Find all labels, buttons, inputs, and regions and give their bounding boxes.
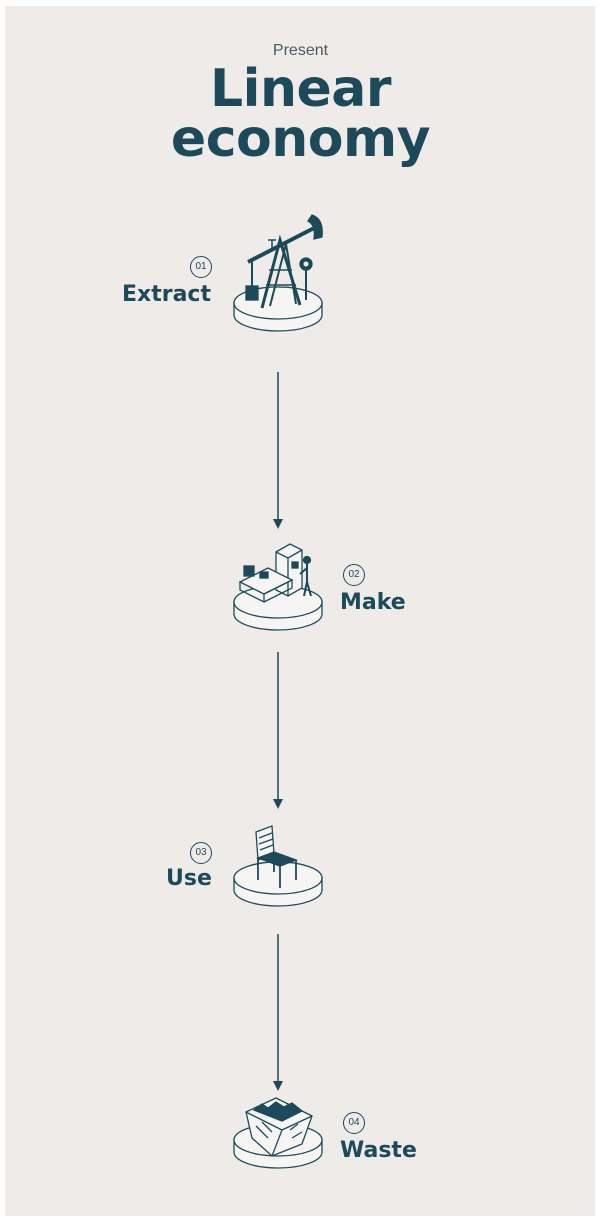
step-label-waste: Waste xyxy=(340,1138,417,1163)
chair-icon xyxy=(234,826,322,906)
step-number-02: 02 xyxy=(343,564,365,586)
step-number-04: 04 xyxy=(343,1112,365,1134)
step-number-01: 01 xyxy=(190,256,212,278)
step-number-03: 03 xyxy=(190,842,212,864)
step-label-use: Use xyxy=(166,866,212,891)
step-label-extract: Extract xyxy=(122,282,211,307)
factory-machine-icon xyxy=(234,544,322,630)
waste-skip-icon xyxy=(234,1098,322,1168)
step-label-make: Make xyxy=(340,590,406,615)
oil-pump-icon xyxy=(234,215,322,331)
